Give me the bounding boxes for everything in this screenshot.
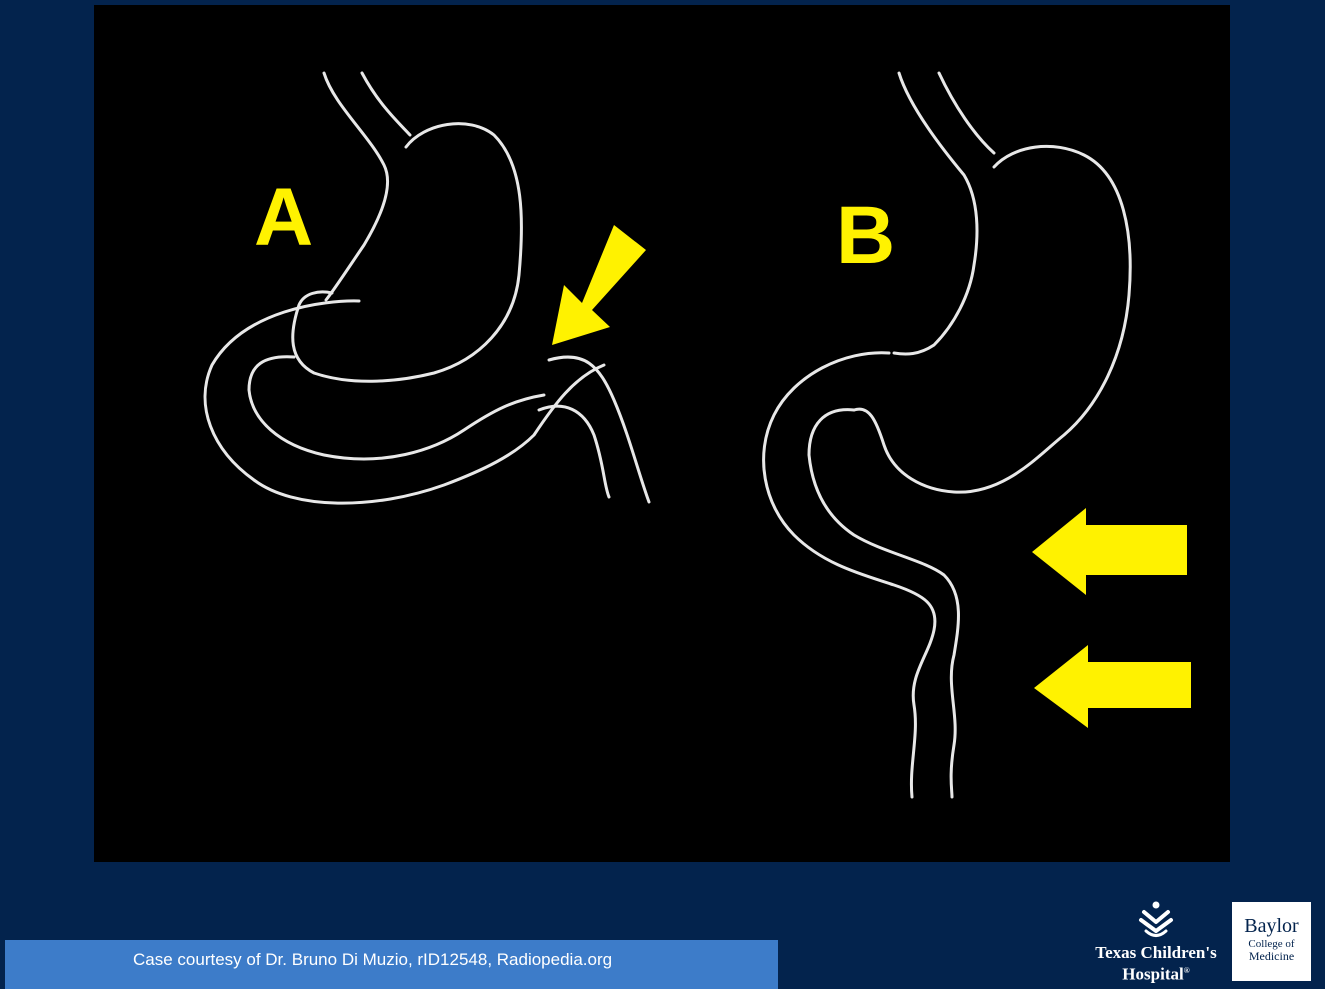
baylor-college-of-medicine-logo: Baylor College of Medicine — [1232, 902, 1311, 981]
diagram-canvas — [94, 5, 1230, 862]
stomach-outline-a — [205, 73, 649, 503]
diagram-label-b: B — [836, 195, 895, 277]
caption-text: Case courtesy of Dr. Bruno Di Muzio, rID… — [133, 950, 612, 970]
arrow-left-icon — [1032, 508, 1187, 595]
texas-childrens-hospital-logo: Texas Children's Hospital® — [1090, 900, 1222, 986]
baylor-line3: Medicine — [1232, 950, 1311, 963]
diagram-label-a: A — [254, 177, 313, 259]
tch-name-line2: Hospital — [1122, 965, 1183, 984]
arrow-down-left-icon — [552, 225, 646, 345]
caption-bar: Case courtesy of Dr. Bruno Di Muzio, rID… — [5, 940, 778, 989]
tch-registered-mark: ® — [1184, 966, 1190, 975]
arrow-left-icon — [1034, 645, 1191, 728]
tch-name-line1: Texas Children's — [1090, 944, 1222, 962]
baylor-line1: Baylor — [1232, 916, 1311, 936]
diagram-panel: A B — [94, 5, 1230, 862]
tch-logo-icon — [1138, 900, 1174, 940]
